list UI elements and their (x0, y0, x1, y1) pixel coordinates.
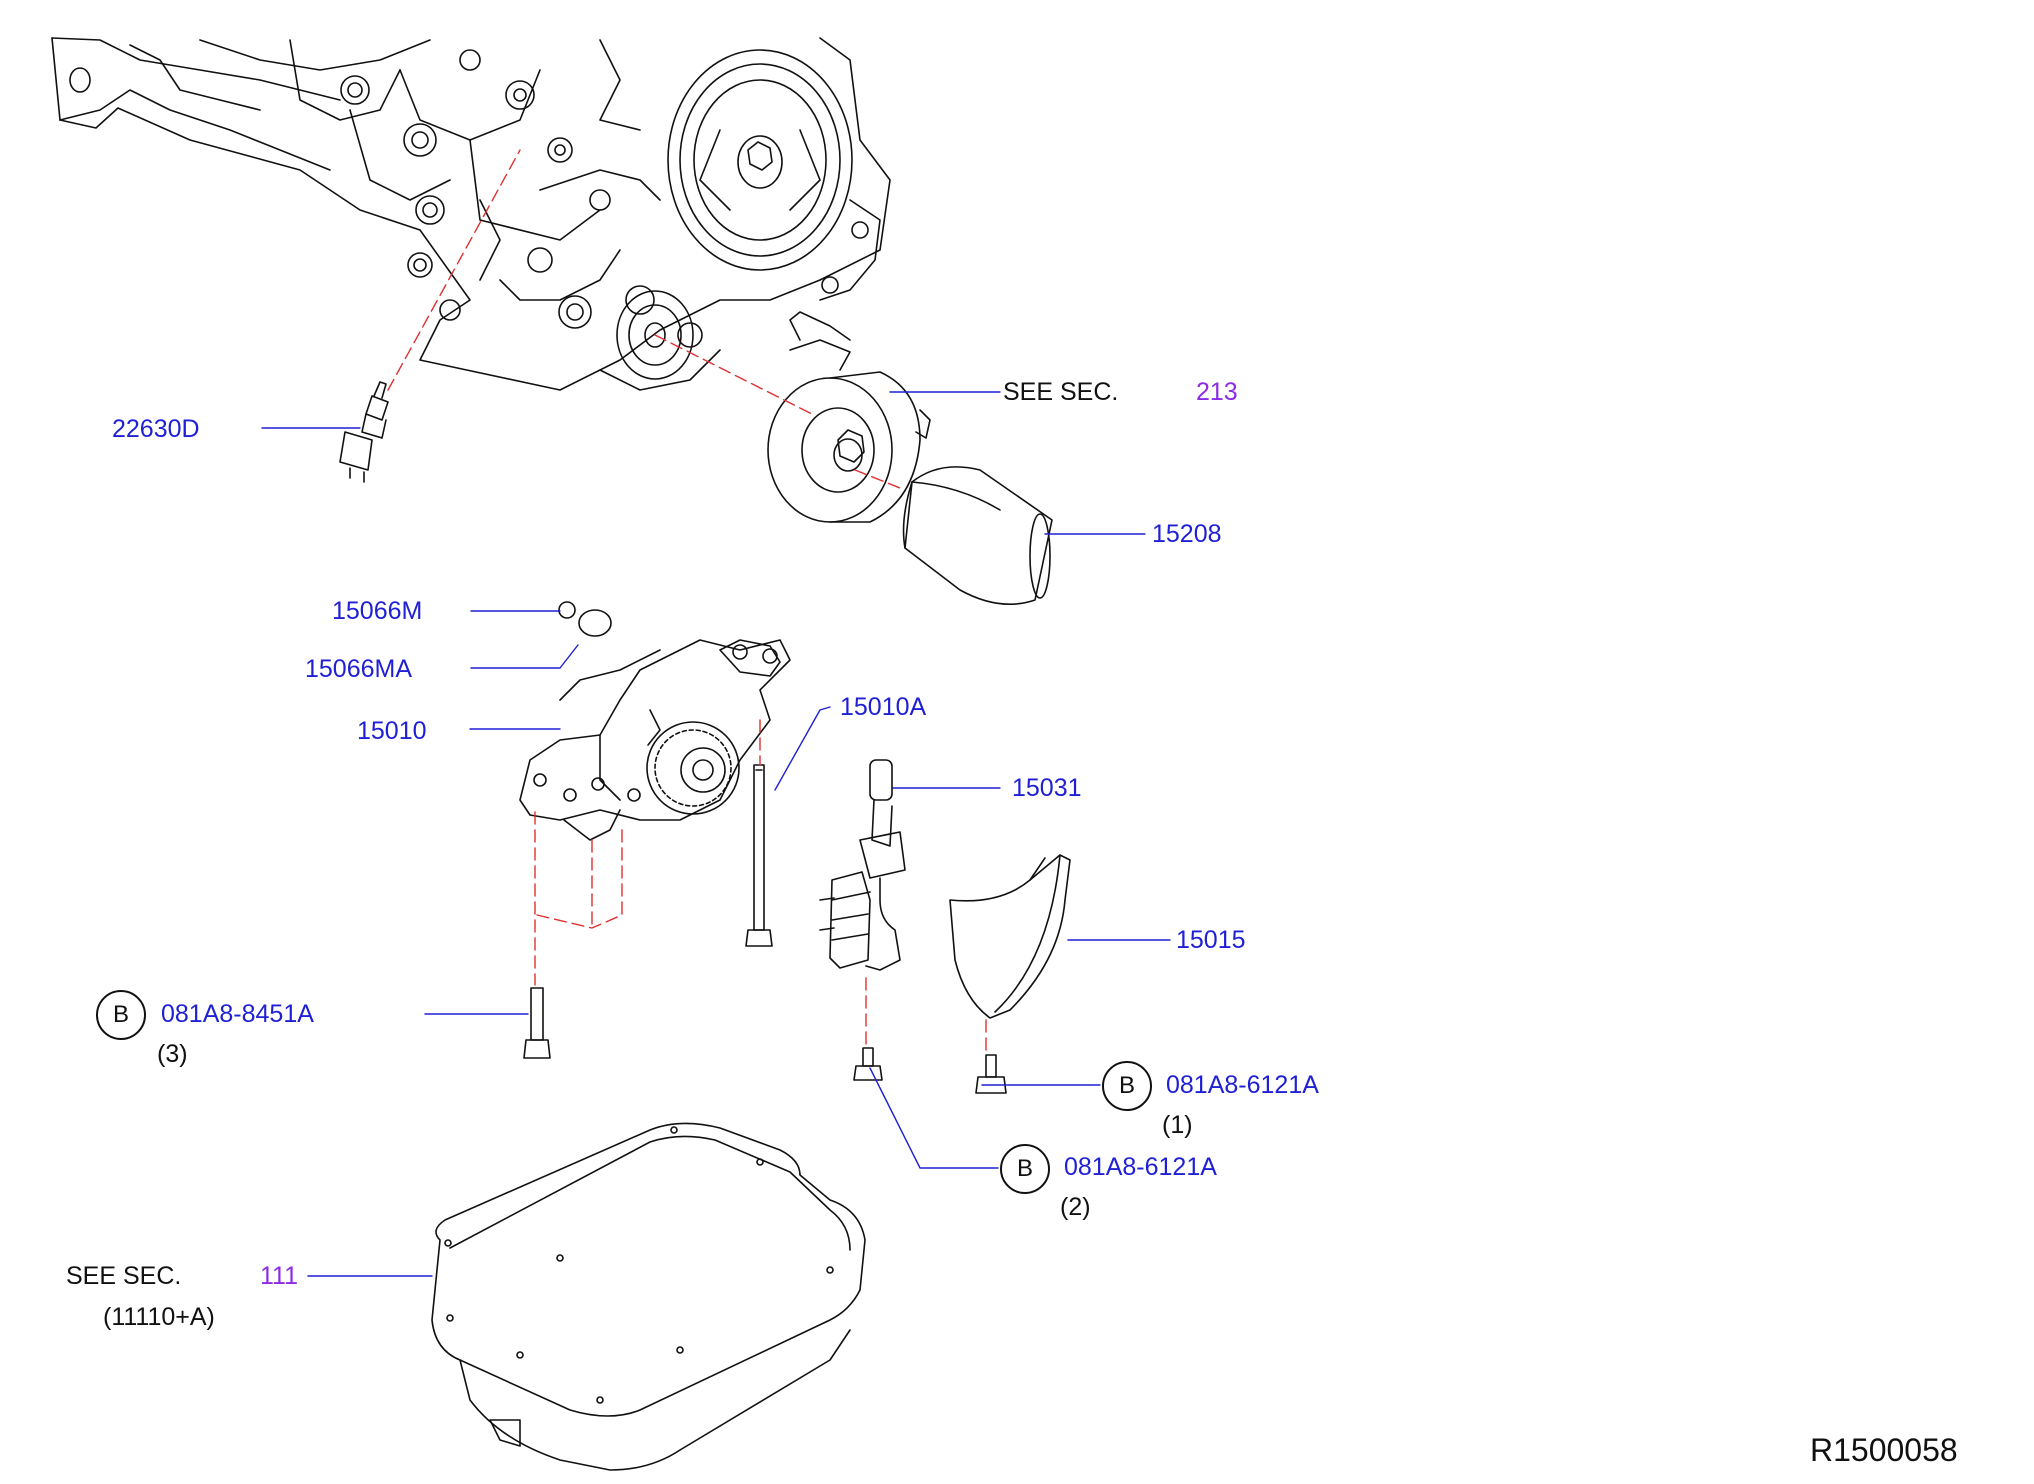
part-label-15208[interactable]: 15208 (1152, 520, 1222, 548)
part-label-22630d[interactable]: 22630D (112, 415, 200, 443)
short-bolt-a-illustration (523, 987, 551, 1059)
bolt-badge-b: B (1102, 1061, 1152, 1111)
o-ring-small-illustration (558, 601, 576, 619)
section-link-111[interactable]: 111 (260, 1262, 299, 1290)
bolt-badge-c: B (1000, 1144, 1050, 1194)
see-section-text-213: SEE SEC. (1003, 378, 1119, 406)
part-label-15015[interactable]: 15015 (1176, 926, 1246, 954)
oil-baffle-illustration (949, 854, 1071, 1019)
oil-pan-illustration (431, 1122, 866, 1471)
o-ring-large-illustration (578, 609, 612, 637)
part-label-bolt-c[interactable]: 081A8-6121A (1064, 1153, 1217, 1181)
part-label-bolt-a[interactable]: 081A8-8451A (161, 1000, 314, 1028)
assembly-guide-lines (387, 149, 987, 1053)
qty-label-bolt-c: (2) (1060, 1193, 1091, 1221)
part-label-bolt-b[interactable]: 081A8-6121A (1166, 1071, 1319, 1099)
leader-lines (261, 391, 1171, 1277)
part-label-15066ma[interactable]: 15066MA (305, 655, 413, 683)
section-sub-111: (11110+A) (103, 1303, 215, 1331)
qty-label-bolt-a: (3) (157, 1040, 188, 1068)
long-bolt-illustration (745, 764, 773, 947)
qty-label-bolt-b: (1) (1162, 1111, 1193, 1139)
oil-pump-illustration (519, 639, 791, 841)
oil-sensor-solenoid-illustration (819, 759, 906, 971)
diagram-reference-id: R1500058 (1810, 1432, 1958, 1468)
bolt-badge-a: B (96, 990, 146, 1040)
part-label-15010[interactable]: 15010 (357, 717, 427, 745)
part-label-15066m[interactable]: 15066M (332, 597, 423, 625)
oil-filter-illustration (902, 466, 1053, 606)
engine-block-illustration (51, 37, 891, 391)
see-section-text-111: SEE SEC. (66, 1262, 182, 1290)
short-bolt-b-illustration (975, 1054, 1007, 1094)
part-label-15010a[interactable]: 15010A (840, 693, 927, 721)
short-bolt-c-illustration (853, 1047, 883, 1081)
part-label-15031[interactable]: 15031 (1012, 774, 1082, 802)
section-link-213[interactable]: 213 (1196, 378, 1238, 406)
oil-temp-sensor-illustration (339, 381, 389, 483)
oil-cooler-illustration (767, 311, 931, 523)
